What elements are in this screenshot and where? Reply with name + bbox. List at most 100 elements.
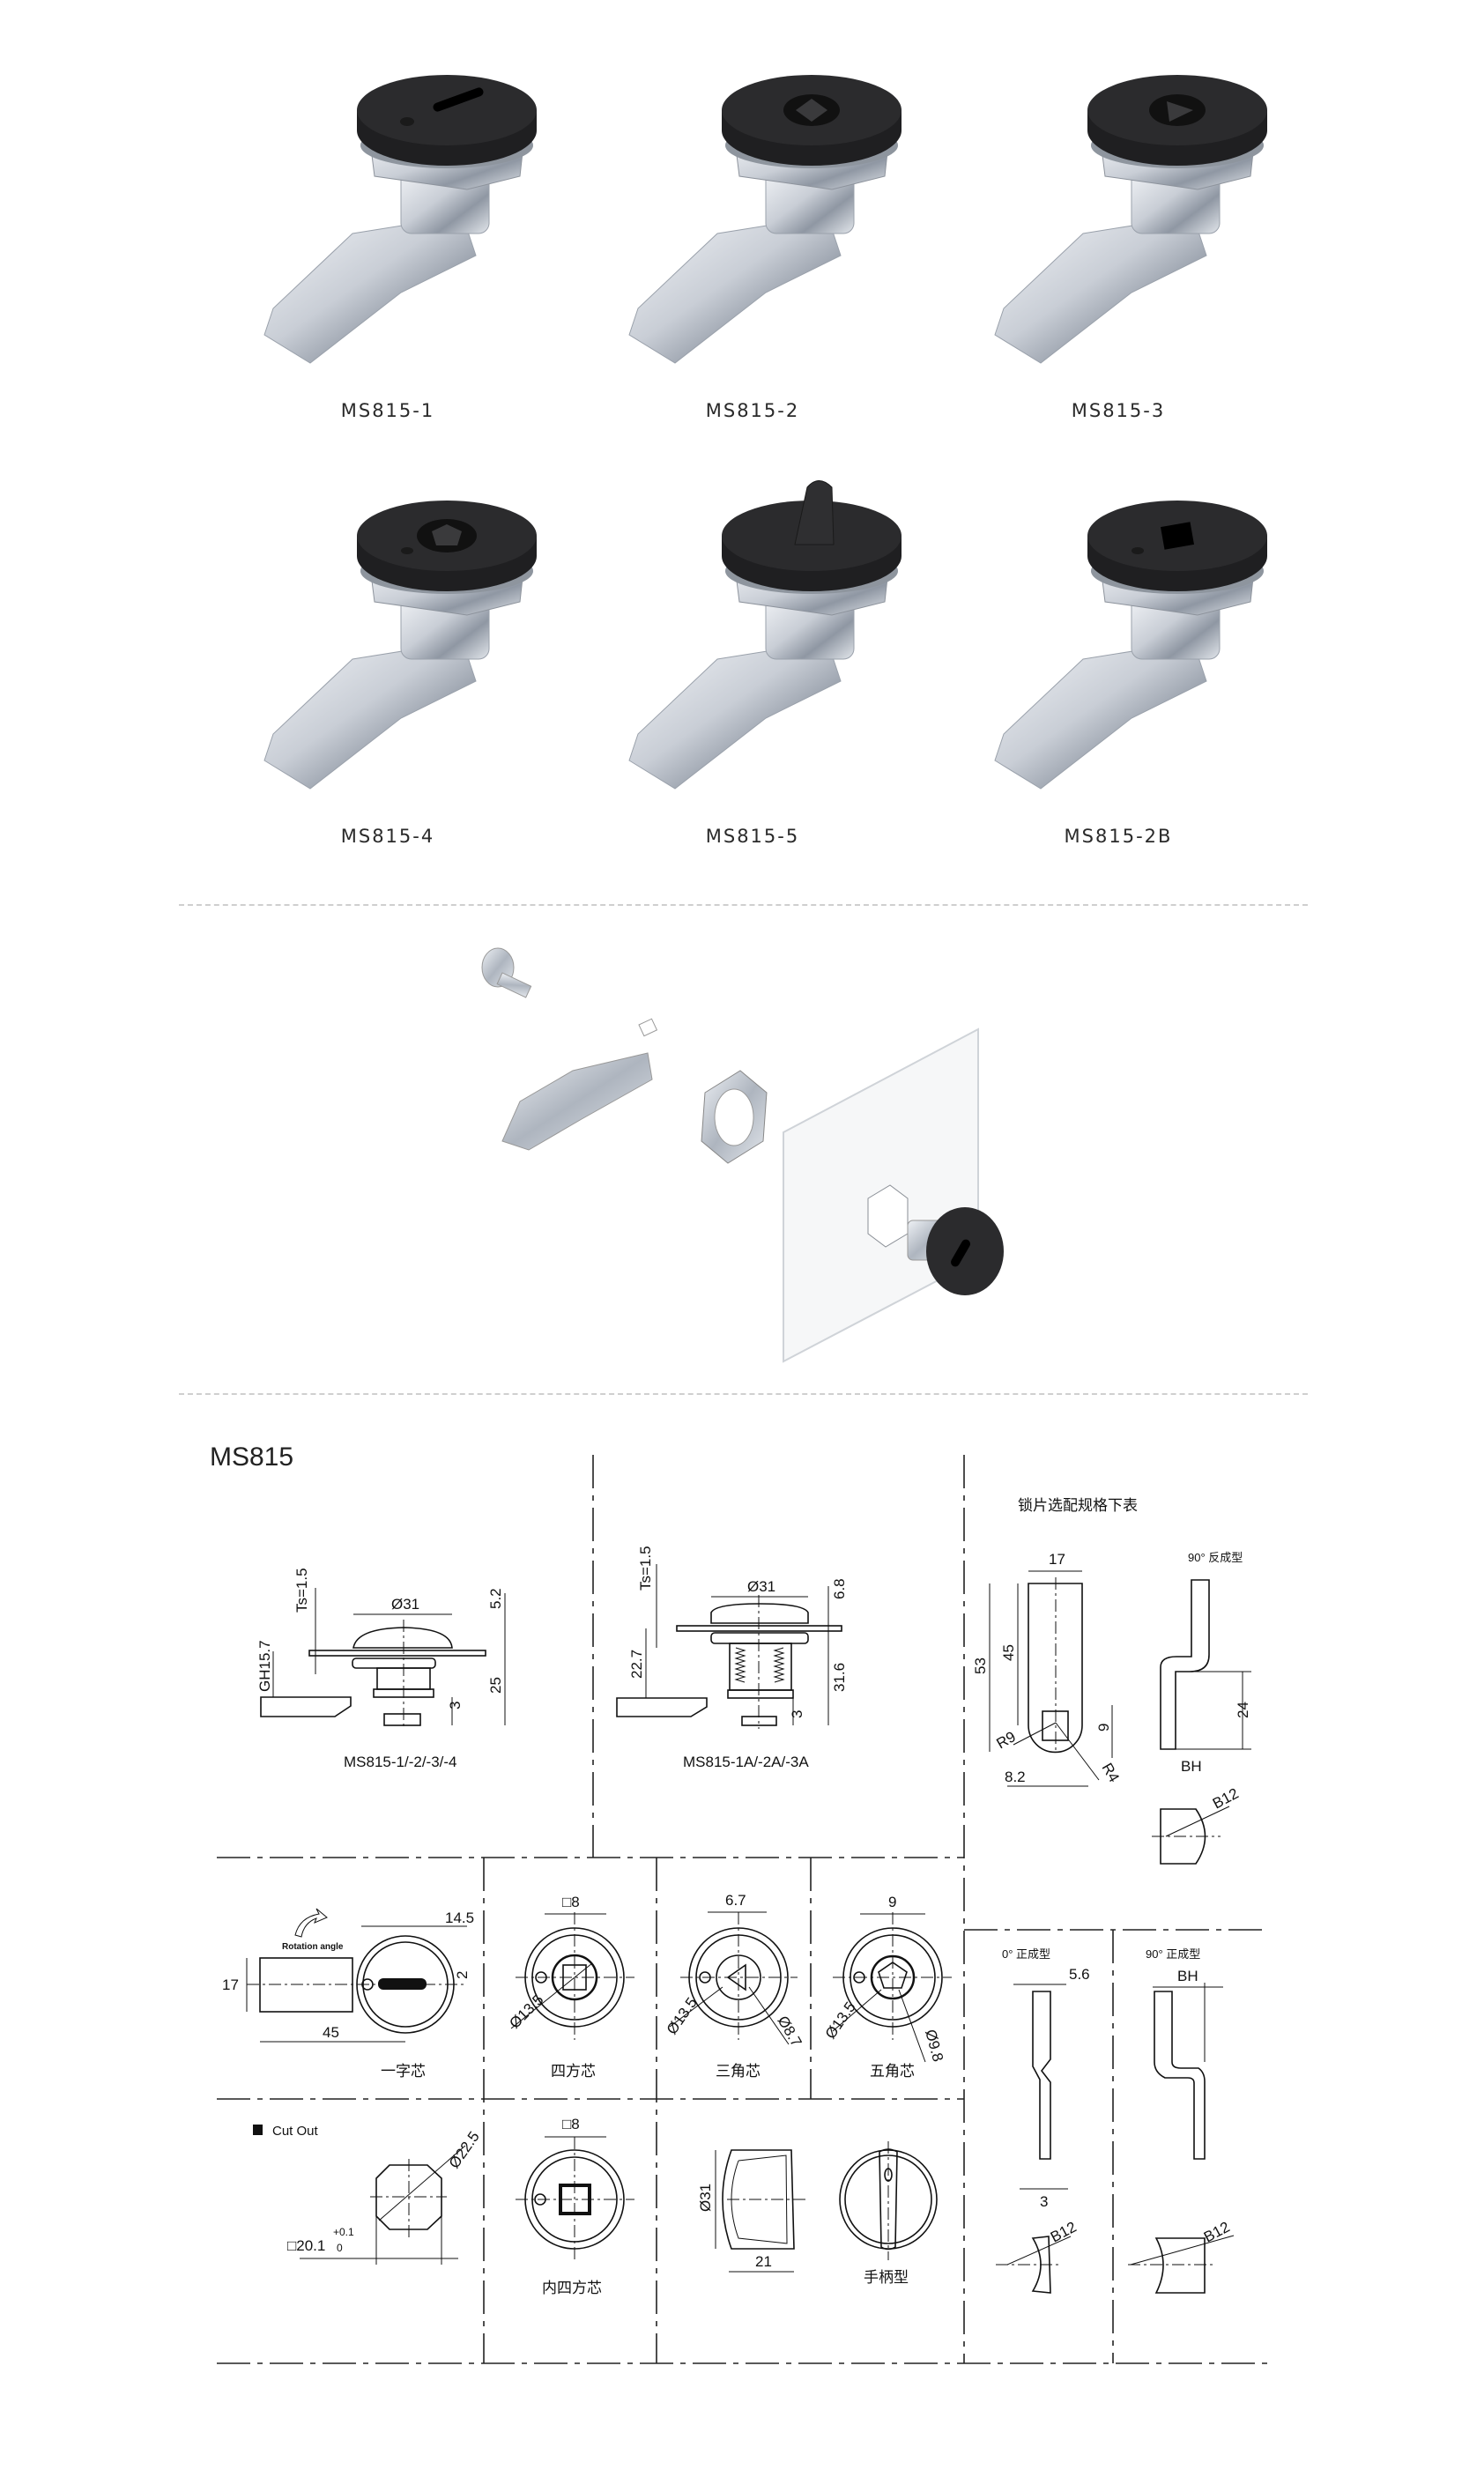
dim-9: 9 [888,1894,896,1910]
dim-14-5: 14.5 [445,1910,474,1926]
pentagon-core-view: 9 Ø13.5 Ø9.8 五角芯 [822,1894,952,2080]
cam-plate-spec: 锁片选配规格下表 17 53 45 9 R9 8.2 R4 90° 反成型 24… [972,1497,1251,1865]
dim-9: 9 [1095,1724,1112,1732]
housing-view-standard: Ø31 Ts=1.5 5.2 GH15.7 25 3 MS815-1/-2/-3… [256,1568,506,1770]
inner-square-core-view: □8 内四方芯 [516,2116,634,2296]
technical-drawing: MS815 Ø31 Ts=1.5 5.2 GH15.7 25 3 MS815-1… [210,1442,1269,2364]
dim-6-8: 6.8 [831,1578,848,1599]
dim-31-6: 31.6 [831,1663,848,1692]
handle-caption: 手柄型 [864,2269,909,2286]
dim-53: 53 [972,1658,989,1674]
core-caption: 三角芯 [716,2063,761,2080]
core-caption: 五角芯 [870,2063,915,2080]
core-caption: 一字芯 [381,2063,426,2080]
dim-r4: R4 [1099,1761,1123,1785]
product-image [994,501,1267,790]
dim-diameter: Ø13.5 [664,1994,701,2037]
cam-blade [994,641,1207,790]
product-label: MS815-3 [1071,400,1166,421]
dim-bh: BH [1177,1968,1198,1984]
dim-45: 45 [323,2024,339,2041]
dim-17: 17 [222,1976,239,1993]
dim-b12: B12 [1048,2219,1080,2246]
square-core-view: □8 Ø13.5 四方芯 [506,1894,634,2080]
dim-bh: BH [1181,1758,1202,1775]
lock-cap-triangle-icon [1087,75,1267,166]
core-caption: 内四方芯 [542,2280,602,2296]
product-card: MS815-5 [576,470,929,857]
dim-25: 25 [487,1677,504,1694]
product-label: MS815-1 [340,400,435,421]
lock-cap-diamond-icon [722,75,902,166]
dim-r9: R9 [994,1728,1019,1752]
housing-view-long: Ø31 Ts=1.5 6.8 22.7 31.6 3 MS815-1A/-2A/… [616,1546,848,1770]
lock-cap-square-hole-icon [1087,501,1267,591]
dim-2: 2 [454,1971,471,1979]
dim-24: 24 [1235,1702,1251,1718]
product-card: MS815-4 [211,470,564,857]
lock-cap-wing-handle-icon [722,480,902,591]
dim-b12: B12 [1201,2219,1233,2246]
dim-5-6: 5.6 [1069,1966,1090,1983]
dim-square-8: □8 [562,1894,580,1910]
product-card: MS815-2B [942,470,1295,857]
product-image [628,75,902,364]
dim-5-2: 5.2 [487,1588,504,1609]
cam-blade [994,215,1207,364]
product-card: MS815-3 [942,44,1295,432]
triangle-core-view: 6.7 Ø13.5 Ø8.7 三角芯 [664,1892,805,2080]
slot-core-view: Rotation angle 14.5 17 45 2 一字芯 [222,1908,474,2080]
dim-diameter: Ø22.5 [446,2128,483,2171]
panel-plate [783,1027,979,1363]
dim-diameter: Ø31 [697,2184,714,2212]
screw-part [481,947,532,998]
cam-blade [263,641,477,790]
dim-square: □20.1 [287,2237,325,2254]
lock-cap-slot-icon [357,75,537,166]
cam-blade [628,215,842,364]
tolerance-upper: +0.1 [333,2226,354,2238]
dim-diameter: Ø13.5 [506,1991,546,2032]
product-label: MS815-5 [705,826,800,847]
handle-view: Ø31 21 手柄型 [697,2141,938,2286]
dim-3: 3 [447,1702,464,1709]
dim-3: 3 [789,1710,805,1718]
dim-21: 21 [755,2253,772,2270]
lock-body-part [907,1207,1004,1295]
cam-blade [628,641,842,790]
product-card: MS815-1 [211,44,564,432]
rotation-arrow-icon [294,1908,328,1938]
dim-22-7: 22.7 [628,1650,645,1679]
bullet-square-icon [253,2125,263,2135]
cam-part [501,1018,658,1151]
lock-cap-pentagon-icon [357,501,537,591]
dim-6-7: 6.7 [725,1892,746,1909]
product-label: MS815-2B [1064,826,1173,847]
section-divider [179,1393,1308,1395]
product-label: MS815-2 [705,400,800,421]
cam-blade [263,215,477,364]
view-caption: MS815-1A/-2A/-3A [683,1754,809,1770]
drawing-grid-lines [217,1455,1269,2364]
cutout-title: Cut Out [272,2124,319,2139]
dim-3: 3 [1040,2193,1048,2210]
straight-90-view: 90° 正成型 BH B12 [1128,1947,1235,2294]
spec-title: 锁片选配规格下表 [1018,1497,1138,1514]
dim-ts: Ts=1.5 [293,1568,310,1613]
section-divider [179,904,1308,906]
exploded-assembly-view [481,947,1004,1363]
product-card: MS815-2 [576,44,929,432]
dim-17: 17 [1049,1551,1065,1568]
core-caption: 四方芯 [551,2063,596,2080]
dim-diameter: Ø31 [747,1578,775,1595]
dim-diameter-inner: Ø9.8 [922,2028,946,2064]
straight-0-title: 0° 正成型 [1002,1947,1050,1961]
tolerance-lower: 0 [337,2242,343,2254]
reverse-90-title: 90° 反成型 [1188,1551,1243,1564]
dim-45: 45 [1000,1644,1017,1661]
dim-square-8: □8 [562,2116,580,2132]
product-label: MS815-4 [340,826,435,847]
straight-0-view: 0° 正成型 5.6 3 B12 [996,1947,1090,2294]
dim-diameter: Ø31 [391,1596,419,1613]
dim-gh: GH15.7 [256,1640,273,1692]
